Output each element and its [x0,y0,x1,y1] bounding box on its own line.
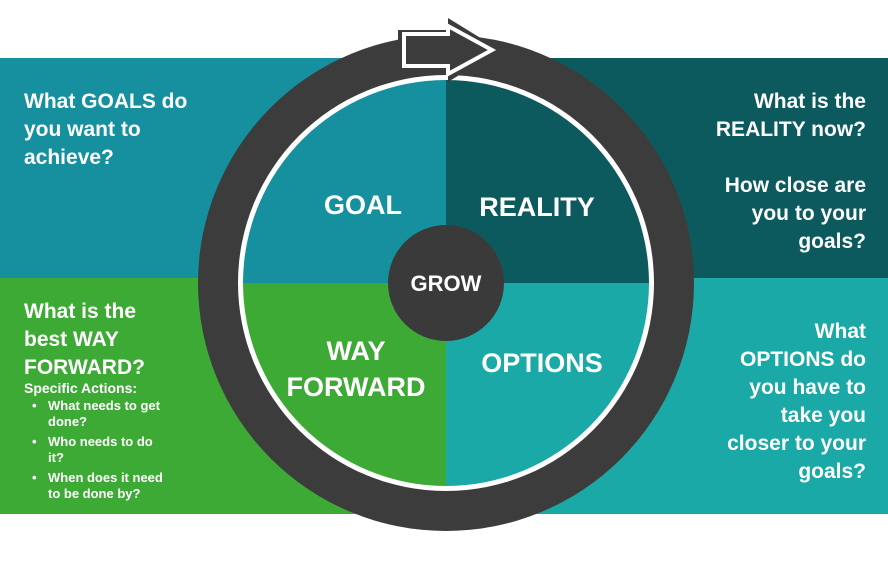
options-label: OPTIONS [481,348,603,378]
list-item-line2: it? [48,450,64,465]
reality-question-line1: What is the [753,90,866,113]
goals-question-line3: achieve? [24,146,114,169]
reality-label: REALITY [479,192,595,222]
reality-question-line5: goals? [798,230,866,253]
list-item-line2: done? [48,414,87,429]
goal-label: GOAL [324,190,402,220]
goals-question: What GOALS do you want to achieve? [24,88,187,172]
cycle-arrow-icon [398,18,500,82]
bullet-icon: • [32,398,37,413]
actions-list: • What needs to get done? • Who needs to… [24,398,224,506]
reality-question-line3: How close are [724,174,866,197]
options-quadrant [446,283,649,486]
goals-question-line1: What GOALS do [24,90,188,113]
reality-question-line4: you to your [751,202,866,225]
options-question-line5: closer to your [727,432,866,455]
way-forward-label-line2: FORWARD [287,372,426,402]
options-question-line4: take you [780,404,866,427]
reality-quadrant [446,80,649,283]
list-item: • When does it need to be done by? [24,470,224,502]
list-item: • Who needs to do it? [24,434,224,466]
options-question-line1: What [814,320,866,343]
bullet-icon: • [32,434,37,449]
options-question-line3: you have to [749,376,866,399]
list-item-line1: When does it need [48,470,163,485]
goal-quadrant [243,80,446,283]
way-forward-label-line1: WAY [326,336,385,366]
options-question-line6: goals? [798,460,866,483]
way-forward-question-line1: What is the [24,300,137,323]
options-question-line2: OPTIONS do [740,348,866,371]
grow-label: GROW [411,271,482,296]
list-item-line2: to be done by? [48,486,141,501]
way-forward-question-line3: FORWARD? [24,356,145,379]
list-item-line1: What needs to get [48,398,160,413]
reality-question: What is the REALITY now? How close are y… [716,88,866,256]
way-forward-quadrant [243,283,446,486]
reality-question-line2: REALITY now? [715,118,866,141]
options-question: What OPTIONS do you have to take you clo… [727,318,866,486]
goals-question-line2: you want to [24,118,141,141]
list-item-line1: Who needs to do [48,434,153,449]
way-forward-question-line2: best WAY [24,328,119,351]
bullet-icon: • [32,470,37,485]
list-item: • What needs to get done? [24,398,224,430]
way-forward-question: What is the best WAY FORWARD? [24,298,145,382]
specific-actions-heading: Specific Actions: [24,380,138,396]
center-circle [388,225,504,341]
